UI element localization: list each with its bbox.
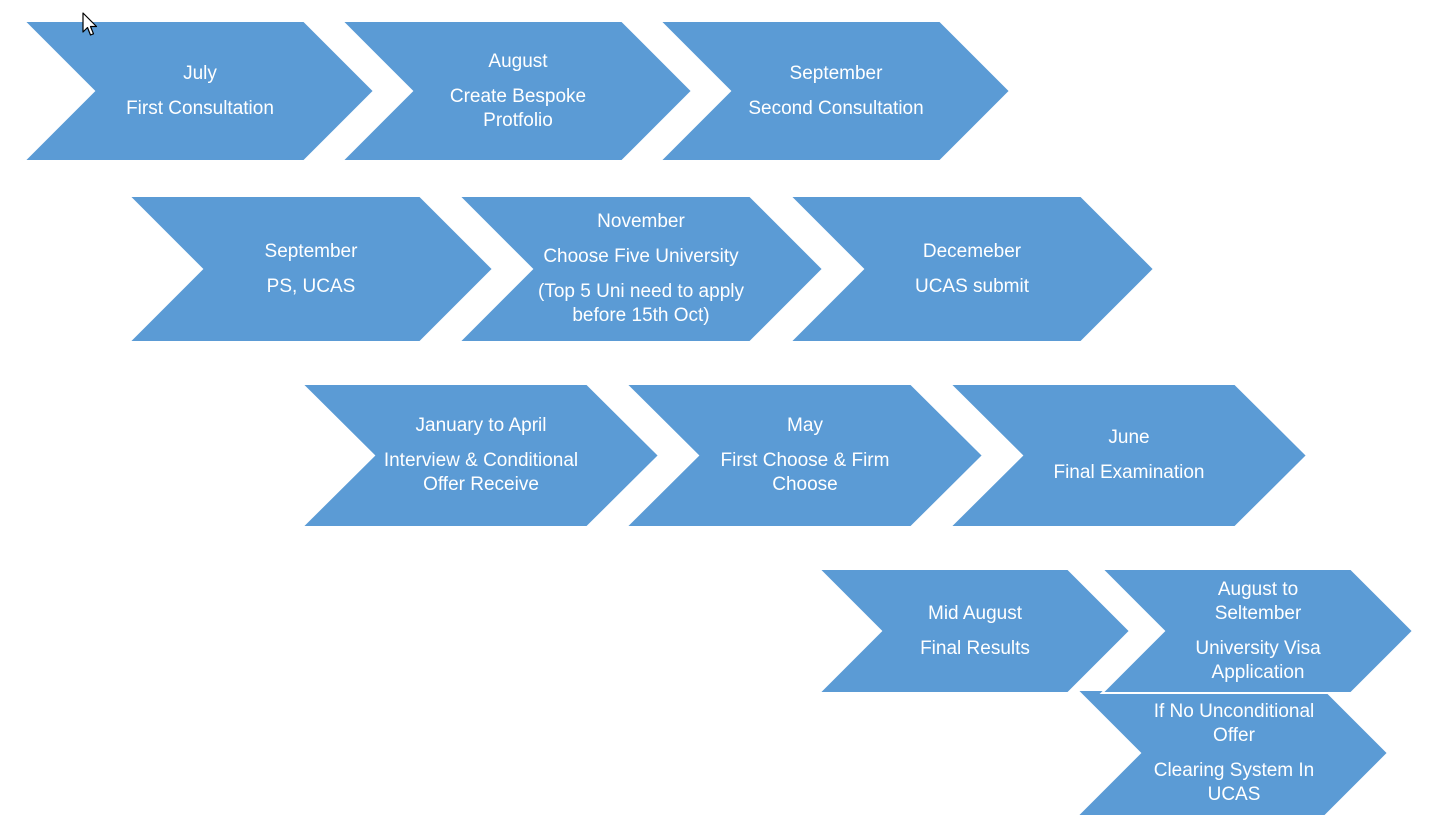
step-label: Decemeber UCAS submit bbox=[866, 196, 1078, 342]
chevron-shape bbox=[623, 383, 985, 528]
step-description: Choose Five University bbox=[543, 246, 739, 267]
chevron-shape bbox=[126, 195, 495, 343]
timeline-step-november: November Choose Five University (Top 5 U… bbox=[456, 195, 825, 343]
chevron-shape bbox=[456, 195, 825, 343]
step-label: August Create Bespoke Protfolio bbox=[416, 21, 620, 161]
mouse-pointer-icon bbox=[82, 12, 98, 36]
step-description: First Choose & Firm Choose bbox=[720, 450, 890, 495]
chevron-shape bbox=[1099, 568, 1415, 694]
timeline-step-august: August Create Bespoke Protfolio bbox=[339, 20, 694, 162]
step-description: UCAS submit bbox=[914, 275, 1030, 297]
timeline-step-july: July First Consultation bbox=[21, 20, 376, 162]
step-label: January to April Interview & Conditional… bbox=[378, 384, 584, 527]
step-description: Final Results bbox=[920, 637, 1030, 659]
timeline-step-june: June Final Examination bbox=[947, 383, 1309, 528]
chevron-shape bbox=[21, 20, 376, 162]
step-period: Mid August bbox=[928, 602, 1022, 624]
step-description: Second Consultation bbox=[748, 97, 924, 119]
chevron-shape bbox=[339, 20, 694, 162]
step-period: September bbox=[264, 240, 358, 262]
step-description: Clearing System In UCAS bbox=[1153, 759, 1315, 805]
step-label: If No Unconditional Offer Clearing Syste… bbox=[1134, 690, 1334, 816]
step-period: July bbox=[183, 62, 217, 84]
step-period: August bbox=[488, 50, 548, 72]
step-label: June Final Examination bbox=[1026, 384, 1232, 527]
step-period: September bbox=[789, 62, 883, 84]
step-period: November bbox=[597, 211, 685, 232]
timeline-step-mid-august: Mid August Final Results bbox=[816, 568, 1132, 694]
chevron-shape bbox=[787, 195, 1156, 343]
step-label: Mid August Final Results bbox=[883, 569, 1067, 693]
timeline-step-january-to-april: January to April Interview & Conditional… bbox=[299, 383, 661, 528]
timeline-step-september-ps-ucas: September PS, UCAS bbox=[126, 195, 495, 343]
timeline-step-may: May First Choose & Firm Choose bbox=[623, 383, 985, 528]
step-period: If No Unconditional Offer bbox=[1153, 700, 1315, 746]
step-description: First Consultation bbox=[126, 97, 274, 119]
timeline-step-if-no-offer: If No Unconditional Offer Clearing Syste… bbox=[1074, 689, 1390, 817]
step-period: August to Seltember bbox=[1214, 578, 1302, 624]
chevron-shape bbox=[947, 383, 1309, 528]
step-description: Create Bespoke Protfolio bbox=[449, 85, 587, 131]
timeline-step-december: Decemeber UCAS submit bbox=[787, 195, 1156, 343]
timeline-step-september-consultation: September Second Consultation bbox=[657, 20, 1012, 162]
step-label: November Choose Five University (Top 5 U… bbox=[521, 196, 761, 342]
step-label: September PS, UCAS bbox=[205, 196, 417, 342]
step-description: University Visa Application bbox=[1195, 637, 1321, 683]
step-label: July First Consultation bbox=[98, 21, 302, 161]
step-description: Final Examination bbox=[1053, 462, 1205, 483]
step-period: May bbox=[787, 415, 823, 436]
step-label: September Second Consultation bbox=[714, 21, 958, 161]
step-description: Interview & Conditional Offer Receive bbox=[383, 450, 579, 495]
step-period: Decemeber bbox=[922, 240, 1022, 262]
step-label: August to Seltember University Visa Appl… bbox=[1174, 569, 1342, 693]
chevron-shape bbox=[299, 383, 661, 528]
chevron-shape bbox=[816, 568, 1132, 694]
chevron-shape bbox=[657, 20, 1012, 162]
step-note: (Top 5 Uni need to apply before 15th Oct… bbox=[538, 281, 744, 326]
step-label: May First Choose & Firm Choose bbox=[702, 384, 908, 527]
step-period: June bbox=[1108, 427, 1150, 448]
step-period: January to April bbox=[415, 415, 547, 436]
step-description: PS, UCAS bbox=[266, 275, 356, 297]
timeline-step-august-to-september: August to Seltember University Visa Appl… bbox=[1099, 568, 1415, 694]
